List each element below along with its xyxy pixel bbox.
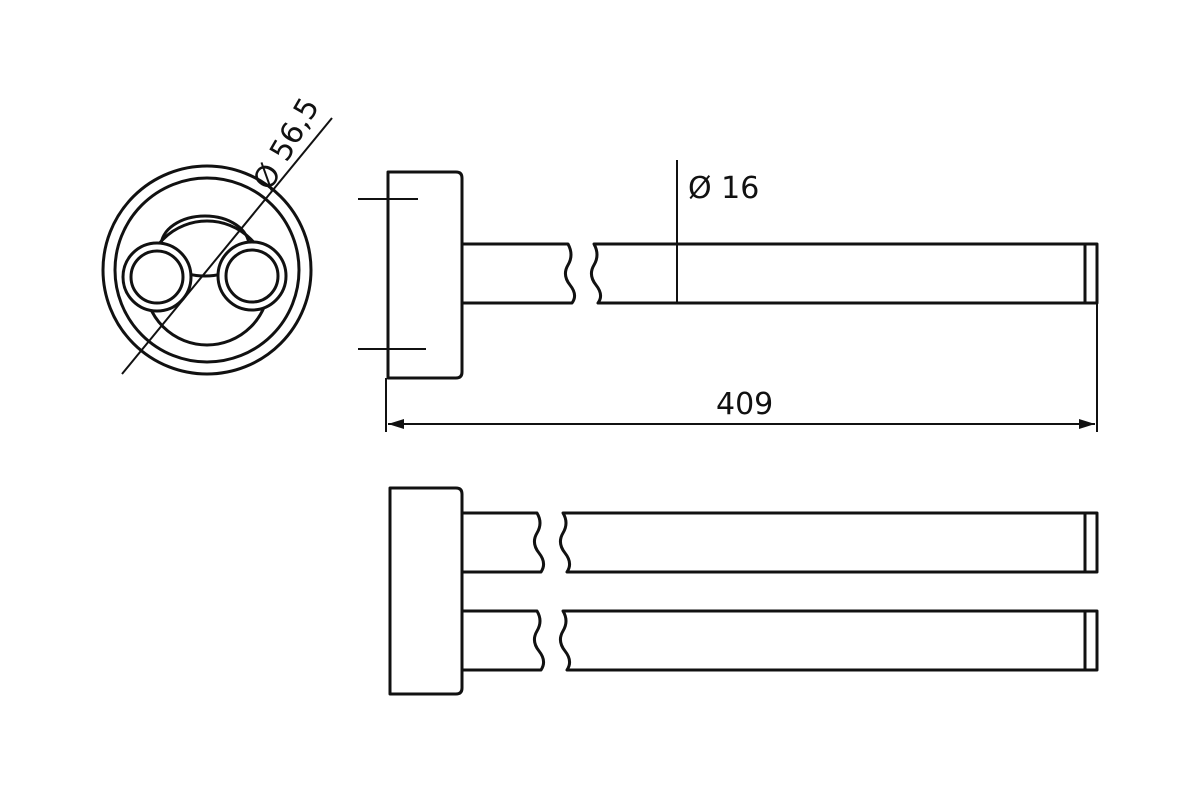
bar-left-segment bbox=[460, 242, 577, 305]
length-label: 409 bbox=[716, 387, 773, 422]
arrow-left bbox=[388, 419, 404, 429]
top-view bbox=[388, 486, 1099, 696]
left-bar-end-inner bbox=[129, 249, 185, 305]
bar-right-segment bbox=[589, 242, 1099, 305]
outer-rosette bbox=[101, 164, 313, 376]
lower-bar-left-segment bbox=[460, 609, 546, 672]
rosette-inner-ring bbox=[113, 176, 301, 364]
upper-bar-left-segment bbox=[460, 511, 546, 574]
left-bar-end bbox=[121, 241, 193, 313]
wall-plate bbox=[386, 170, 464, 380]
arrow-right bbox=[1079, 419, 1095, 429]
right-bar-end bbox=[216, 240, 288, 312]
side-view: Ø 16 409 bbox=[358, 160, 1099, 432]
bar-diameter-label: Ø 16 bbox=[688, 171, 759, 206]
front-view: Ø 56,5 bbox=[101, 92, 333, 376]
upper-bar-right-segment bbox=[558, 511, 1099, 574]
diameter-dimension-line bbox=[121, 117, 333, 375]
right-bar-end-inner bbox=[224, 248, 280, 304]
diameter-base-label: Ø 56,5 bbox=[247, 92, 327, 196]
top-wall-plate bbox=[388, 486, 464, 696]
lower-bar-right-segment bbox=[558, 609, 1099, 672]
